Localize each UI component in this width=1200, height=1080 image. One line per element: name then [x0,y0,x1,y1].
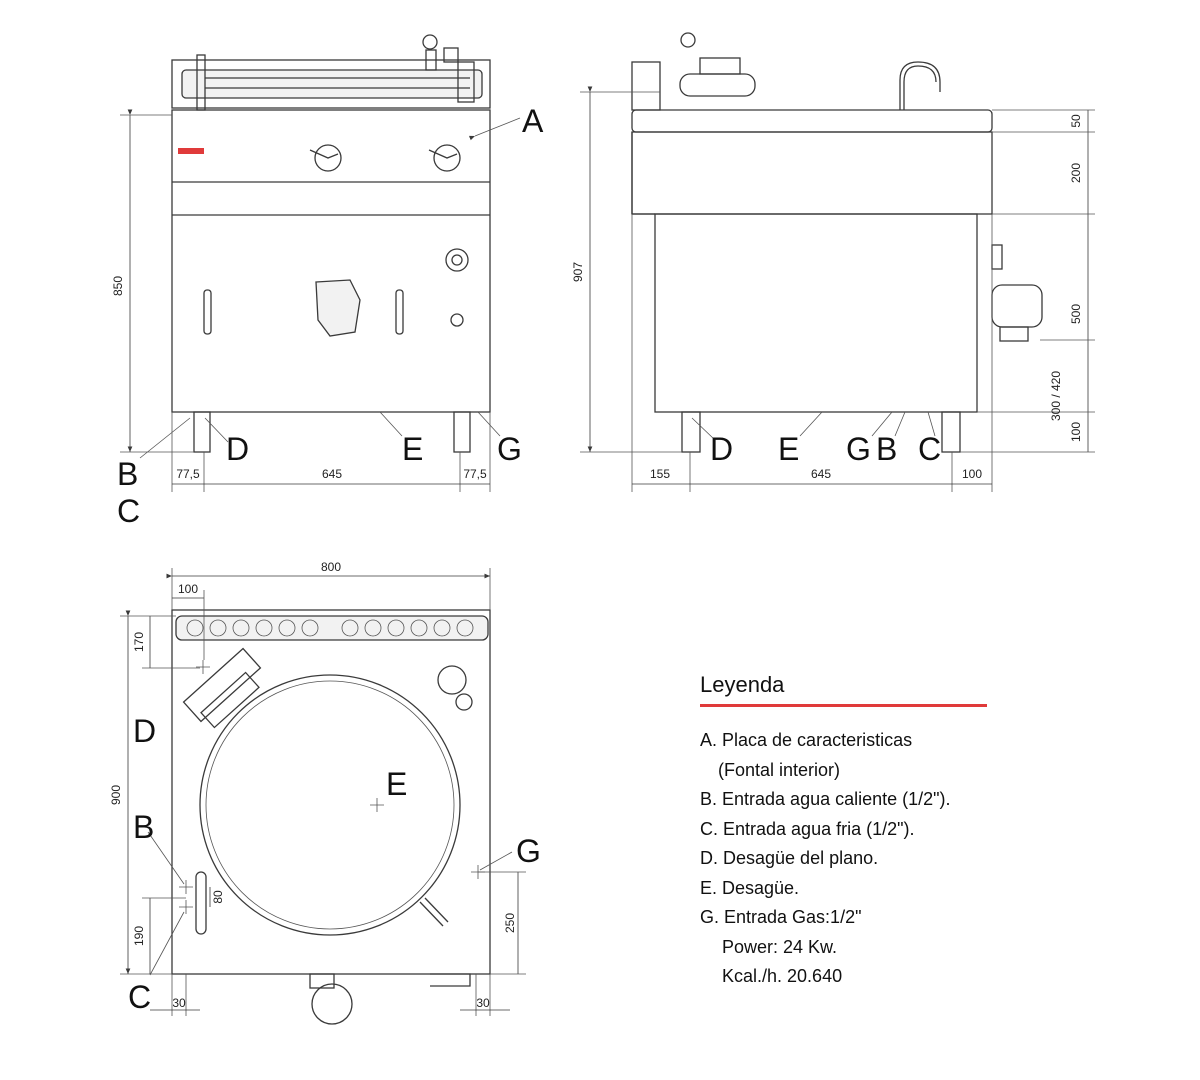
label-d-side: D [710,431,733,467]
legend-item-kcal: Kcal./h. 20.640 [722,966,843,986]
label-b-side: B [876,431,897,467]
dim-top-g-offset: 250 [503,913,517,933]
label-a-front: A [522,103,544,139]
label-c-side: C [918,431,941,467]
legend-item-power: Power: 24 Kw. [722,936,838,957]
dim-side-v1: 50 [1069,114,1083,128]
side-view [580,32,1095,492]
label-c-front: C [117,493,140,529]
dim-top-width: 800 [321,560,341,574]
legend-item-a: A. Placa de caracteristicas [700,730,913,750]
legend-rule [700,704,987,707]
dim-front-left: 77,5 [176,467,200,481]
label-d-front: D [226,431,249,467]
legend-item-b: B. Entrada agua caliente (1/2"). [700,789,951,809]
label-b-top: B [133,809,154,845]
label-d-top: D [133,713,156,749]
label-g-top: G [516,833,541,869]
dim-top-right-bottom: 30 [476,996,490,1010]
label-c-top: C [128,979,151,1015]
label-g-front: G [497,431,522,467]
dim-side-mid: 645 [811,467,831,481]
label-e-side: E [778,431,799,467]
dim-top-back-depth: 170 [132,632,146,652]
label-e-front: E [402,431,423,467]
dim-side-height: 907 [571,262,585,282]
dim-front-height: 850 [111,276,125,296]
dim-top-left-bottom: 30 [172,996,186,1010]
legend-item-e: E. Desagüe. [700,877,800,898]
dim-side-left: 155 [650,467,670,481]
dim-side-v4: 300 / 420 [1049,371,1063,421]
legend-title: Leyenda [700,672,785,697]
label-b-front: B [117,456,138,492]
dim-side-right: 100 [962,467,982,481]
legend-item-g: G. Entrada Gas:1/2" [700,907,862,927]
dim-side-v3: 500 [1069,304,1083,324]
legend-item-d: D. Desagüe del plano. [700,848,879,868]
burner-row [186,619,474,637]
dim-top-c-offset: 190 [132,926,146,946]
legend-item-a-note: (Fontal interior) [718,759,841,780]
dim-top-left-offset: 100 [178,582,198,596]
label-e-top: E [386,766,407,802]
dim-front-right: 77,5 [463,467,487,481]
top-view [120,568,526,1025]
dim-top-b-offset: 80 [211,890,225,904]
legend: Leyenda A. Placa de caracteristicas (Fon… [700,672,1000,992]
label-g-side: G [846,431,871,467]
dim-side-v2: 200 [1069,163,1083,183]
dim-top-depth: 900 [109,785,123,805]
dim-front-mid: 645 [322,467,342,481]
legend-item-c: C. Entrada agua fria (1/2"). [700,818,915,839]
front-view [120,34,521,492]
dim-side-v5: 100 [1069,422,1083,442]
